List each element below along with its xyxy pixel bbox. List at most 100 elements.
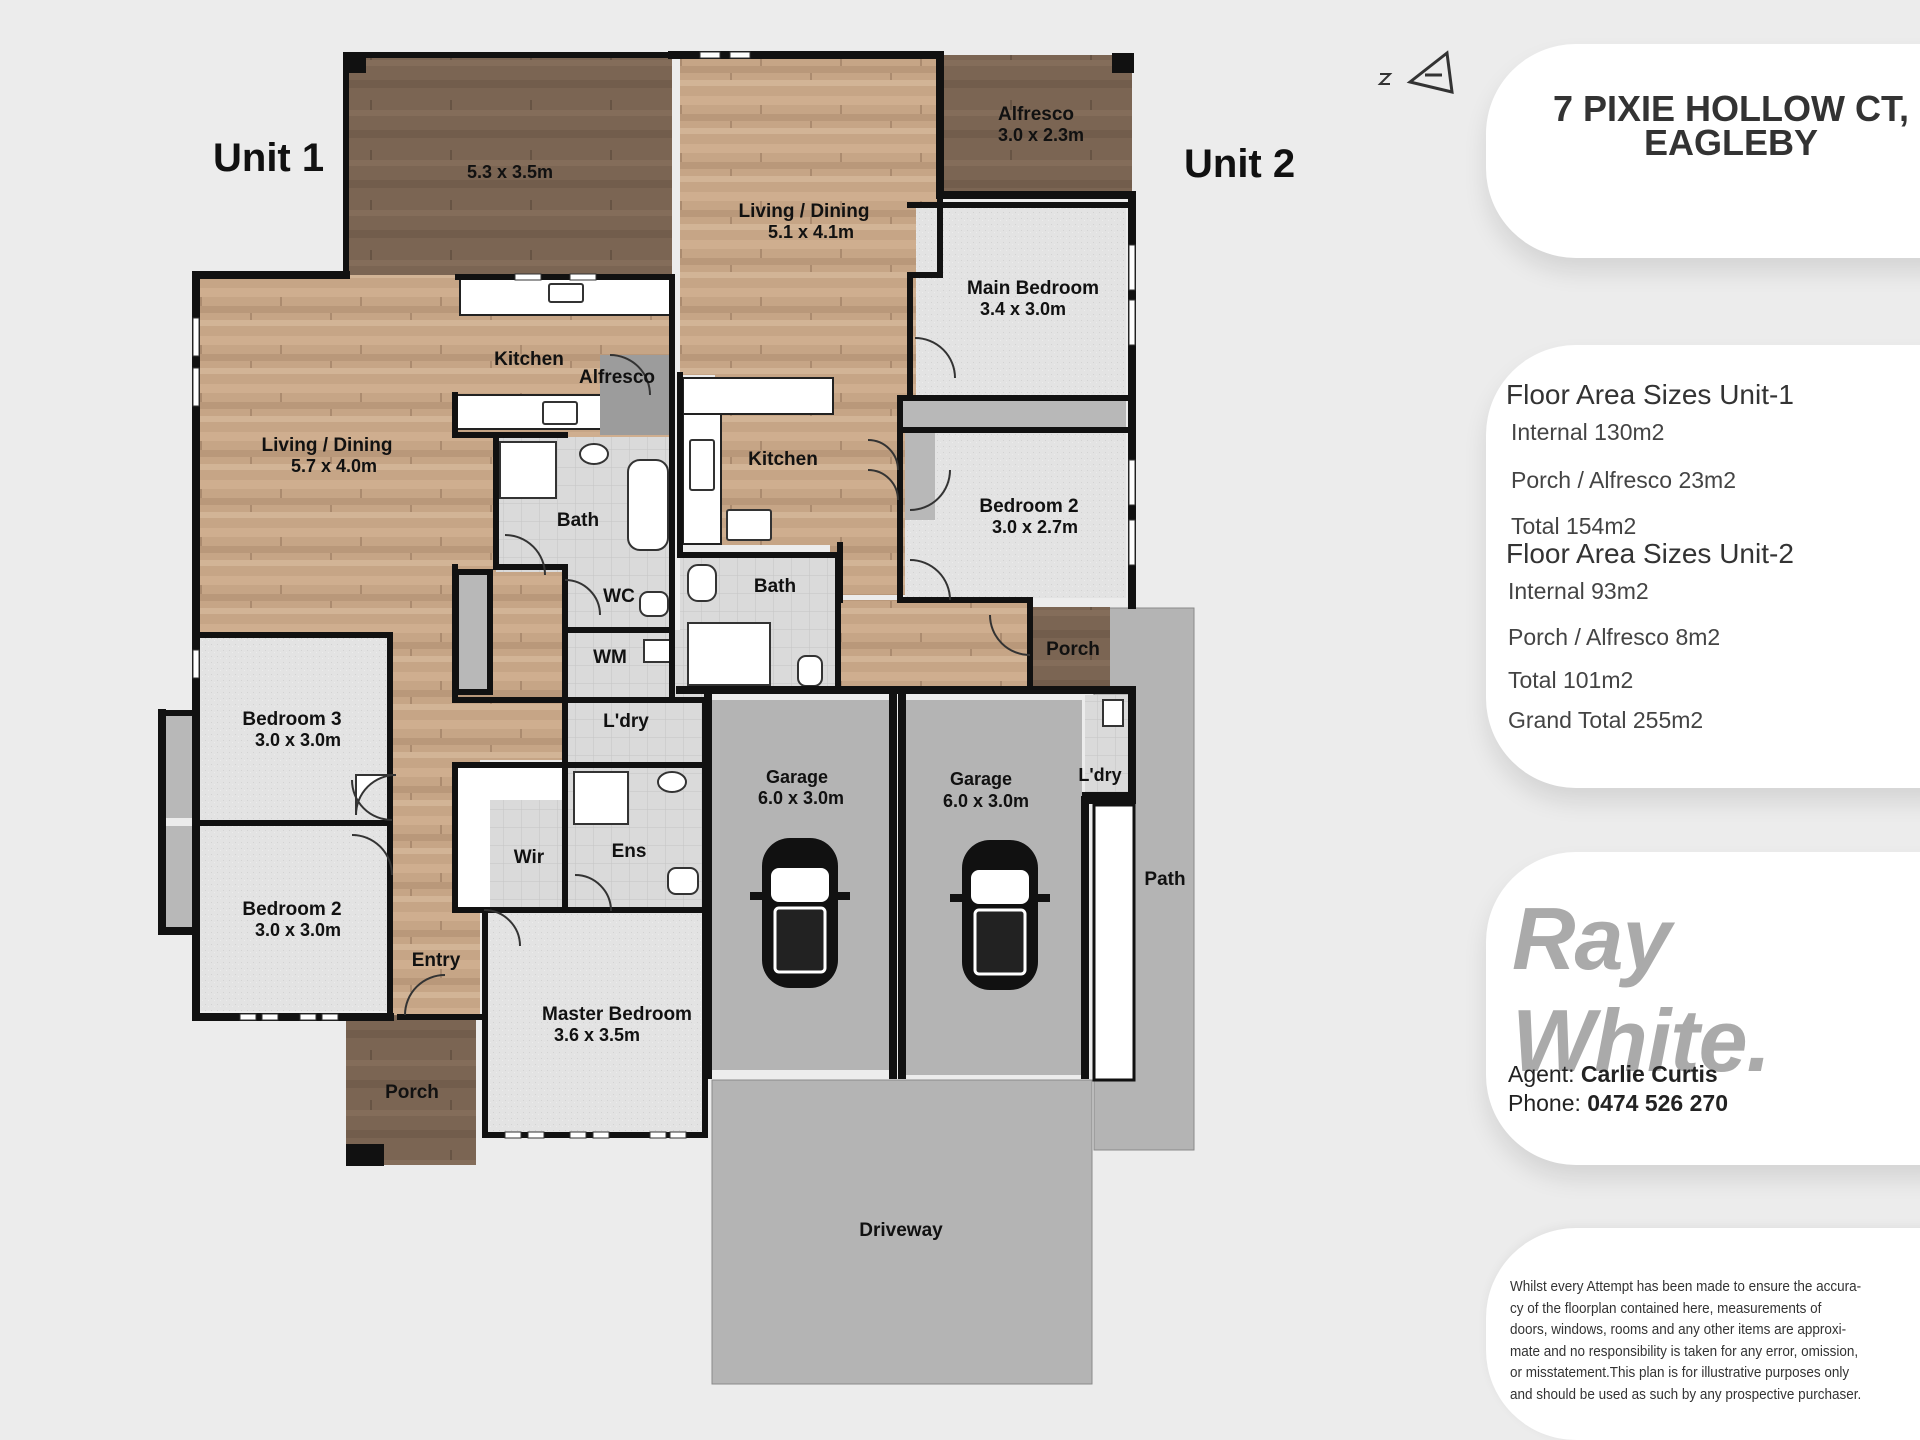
car-icon — [750, 838, 850, 988]
ray-white-logo: Ray White. — [1512, 889, 1771, 1090]
u1-bed3-label: Bedroom 3 — [242, 709, 341, 730]
unit2-area-total: Total 101m2 — [1508, 667, 1634, 693]
u1-bathtub — [627, 459, 669, 551]
u2-kitchen-bench — [682, 377, 834, 415]
u1-alfresco-nook — [600, 355, 670, 435]
u2-robe — [900, 398, 1126, 430]
u1-bed2-floor — [200, 826, 390, 1011]
driveway — [711, 1079, 1093, 1385]
u2-garage-size: 6.0 x 3.0m — [943, 791, 1029, 811]
u2-alfresco-label: Alfresco — [998, 104, 1074, 125]
u1-ens-basin — [657, 771, 687, 793]
u1-bath-label: Bath — [557, 510, 599, 531]
unit1-area-total: Total 154m2 — [1511, 513, 1637, 539]
u2-bed2-floor — [905, 430, 1126, 598]
agent-name: Carlie Curtis — [1580, 1061, 1718, 1087]
address-line-1: 7 PIXIE HOLLOW CT, — [1552, 88, 1910, 129]
path-planter — [1092, 803, 1136, 1082]
unit1-area-title: Floor Area Sizes Unit-1 — [1506, 379, 1794, 410]
u1-shower — [499, 441, 557, 499]
u2-living-size: 5.1 x 4.1m — [768, 222, 854, 242]
u1-wir-label: Wir — [514, 847, 545, 868]
u1-sink — [548, 283, 584, 303]
agent-line: Agent: Carlie Curtis — [1508, 1060, 1728, 1089]
u2-ldry-label: L'dry — [1078, 765, 1121, 785]
u1-basin — [579, 443, 609, 465]
u2-main-size: 3.4 x 3.0m — [980, 299, 1066, 319]
u1-wm-label: WM — [593, 647, 627, 668]
u1-living-label: Living / Dining — [262, 435, 393, 456]
floor-area-card: Floor Area Sizes Unit-1 Internal 130m2 P… — [1486, 345, 1920, 788]
phone-line: Phone: 0474 526 270 — [1508, 1089, 1728, 1118]
disclaimer-line: mate and no responsibility is taken for … — [1510, 1342, 1859, 1360]
unit-1-title: Unit 1 — [213, 136, 325, 180]
unit2-area-internal: Internal 93m2 — [1508, 578, 1649, 604]
unit1-area-internal: Internal 130m2 — [1511, 419, 1665, 445]
u1-master-floor — [485, 910, 705, 1132]
agent-card: Ray White. Agent: Carlie Curtis Phone: 0… — [1486, 852, 1920, 1165]
unit2-area-porch: Porch / Alfresco 8m2 — [1508, 624, 1721, 650]
u1-entry-label: Entry — [412, 950, 461, 971]
u2-bed2-label: Bedroom 2 — [979, 496, 1078, 517]
u2-alfresco-size: 3.0 x 2.3m — [998, 125, 1084, 145]
address-card: 7 PIXIE HOLLOW CT, EAGLEBY — [1486, 44, 1920, 258]
u1-ens-toilet — [667, 867, 699, 895]
u1-bed2-size: 3.0 x 3.0m — [255, 920, 341, 940]
u2-toilet — [797, 655, 823, 687]
u1-ldry-label: L'dry — [603, 711, 649, 732]
u1-master-size: 3.6 x 3.5m — [554, 1025, 640, 1045]
u2-bath-label: Bath — [754, 576, 796, 597]
disclaimer-line: Whilst every Attempt has been made to en… — [1510, 1278, 1862, 1295]
u1-bed3-size: 3.0 x 3.0m — [255, 730, 341, 750]
disclaimer-card: Whilst every Attempt has been made to en… — [1486, 1228, 1920, 1440]
disclaimer-line: doors, windows, rooms and any other item… — [1510, 1321, 1847, 1338]
unit2-area-grand-total: Grand Total 255m2 — [1508, 707, 1704, 733]
unit2-area-title: Floor Area Sizes Unit-2 — [1506, 538, 1794, 569]
u1-porch-label: Porch — [385, 1082, 439, 1103]
u2-ldry-tub — [1102, 699, 1124, 727]
u2-living-label: Living / Dining — [739, 201, 870, 222]
u2-garage-label: Garage — [950, 769, 1012, 789]
disclaimer-line: or misstatement.This plan is for illustr… — [1510, 1364, 1850, 1381]
u1-ldry-tub — [643, 639, 671, 663]
windows — [192, 51, 1136, 1139]
u2-main-floor — [916, 205, 1126, 398]
u2-porch-floor — [840, 600, 1030, 690]
u1-ens-shower — [573, 771, 629, 825]
u1-porch-deck — [346, 1015, 476, 1165]
u2-kitchen-label: Kitchen — [748, 449, 818, 470]
car-icon — [950, 840, 1050, 990]
u1-cooktop — [542, 401, 578, 425]
u1-garage-label: Garage — [766, 767, 828, 787]
unit-2-title: Unit 2 — [1184, 142, 1296, 186]
unit1-area-porch: Porch / Alfresco 23m2 — [1511, 467, 1736, 493]
u1-garage-size: 6.0 x 3.0m — [758, 788, 844, 808]
u1-bed2-label: Bedroom 2 — [242, 899, 341, 920]
u2-bed2-size: 3.0 x 2.7m — [992, 517, 1078, 537]
u2-basin — [687, 564, 717, 602]
posts — [344, 53, 1134, 1166]
driveway-label: Driveway — [859, 1220, 943, 1241]
u2-main-label: Main Bedroom — [967, 278, 1099, 299]
agent-phone[interactable]: 0474 526 270 — [1587, 1090, 1728, 1116]
doors — [351, 337, 1031, 1016]
disclaimer-line: and should be used as such by any prospe… — [1510, 1385, 1862, 1403]
u2-porch-label: Porch — [1046, 639, 1100, 660]
u1-living-size: 5.7 x 4.0m — [291, 456, 377, 476]
u1-wir-inner — [490, 800, 565, 910]
u1-wc-toilet — [639, 591, 669, 617]
u1-master-label: Master Bedroom — [542, 1004, 692, 1025]
u2-cooktop — [726, 509, 772, 541]
u2-alfresco-deck — [940, 55, 1132, 195]
agent-label: Agent: — [1508, 1061, 1575, 1087]
address-line-2: EAGLEBY — [1643, 122, 1819, 163]
u1-alfresco-label: Alfresco — [579, 367, 655, 388]
disclaimer-line: cy of the floorplan contained here, meas… — [1510, 1299, 1822, 1317]
u2-shower — [687, 622, 771, 686]
u2-sink — [689, 439, 715, 491]
u1-ens-label: Ens — [612, 841, 647, 862]
north-arrow-icon — [1377, 50, 1454, 94]
u1-kitchen-label: Kitchen — [494, 349, 564, 370]
u2-robe2 — [905, 432, 935, 520]
